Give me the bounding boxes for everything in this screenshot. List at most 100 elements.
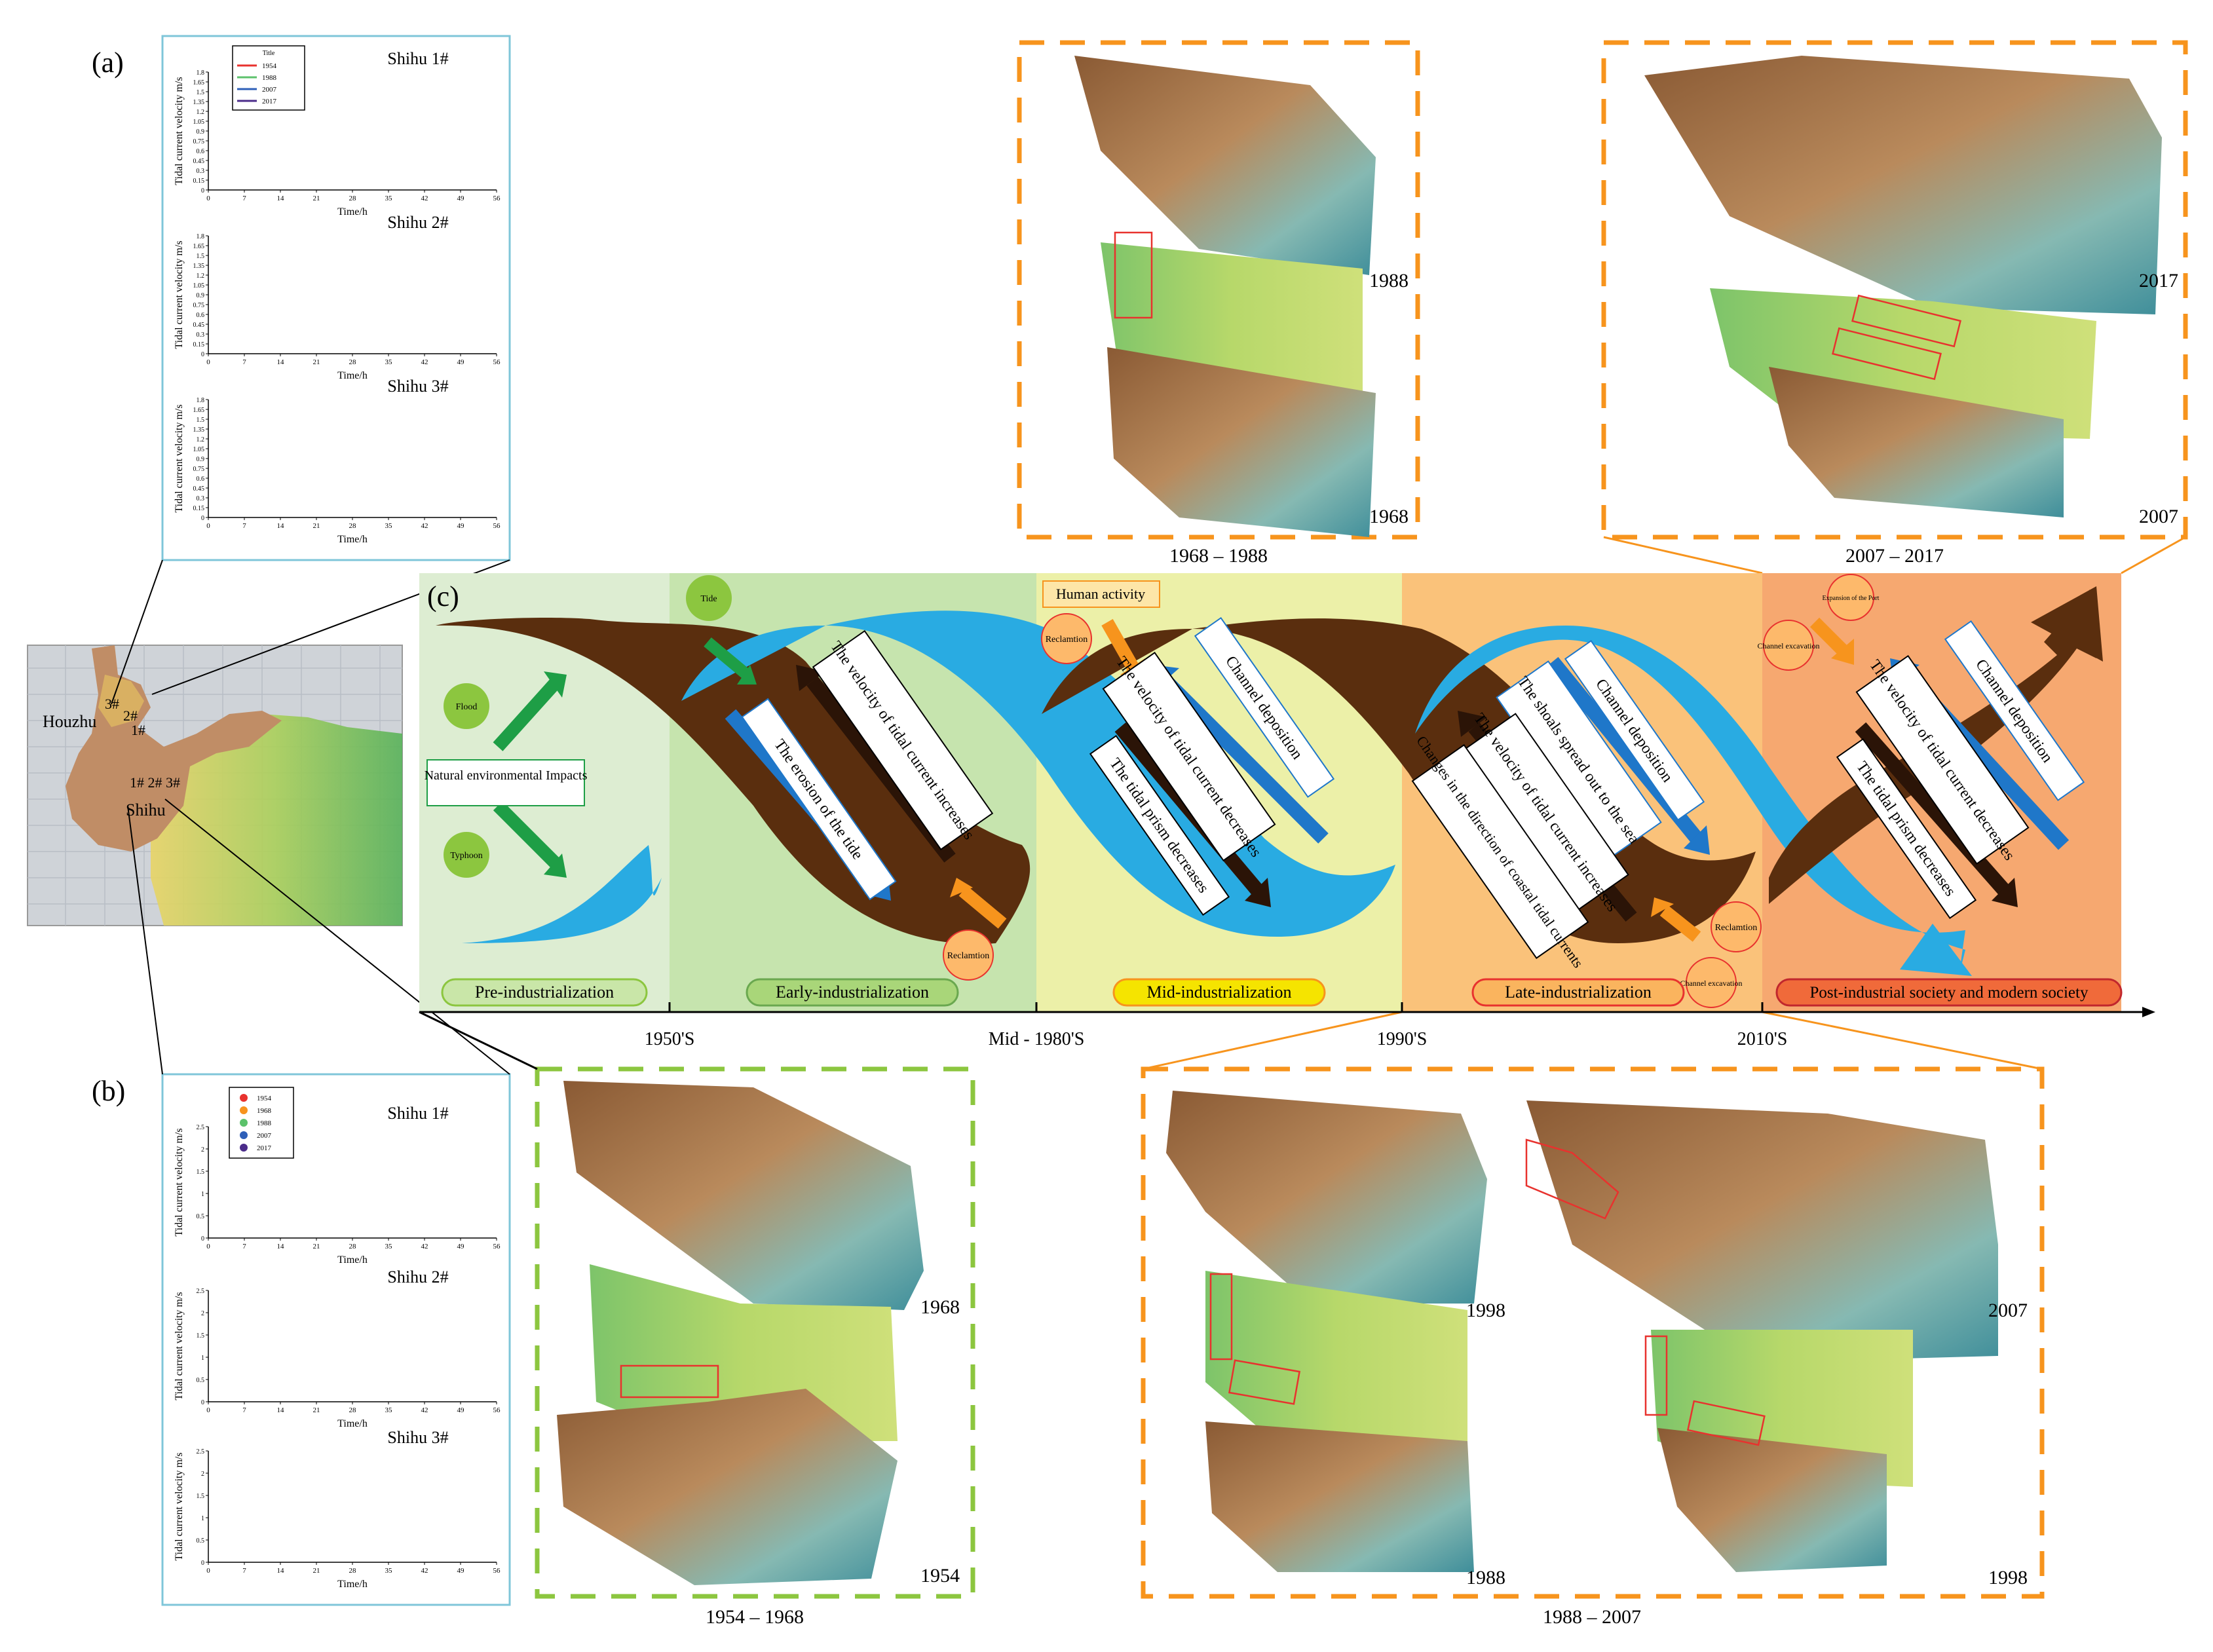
ribbon-blue-3 [1415, 626, 1965, 976]
y-tick-label: 0.5 [197, 1377, 205, 1384]
x-tick-label: 35 [385, 1567, 393, 1575]
y-tick-label: 0.6 [197, 312, 205, 319]
x-tick-label: 14 [277, 522, 285, 530]
y-tick-label: 1.35 [193, 99, 205, 106]
y-tick-label: 1.5 [197, 253, 205, 260]
y-axis-label: Tidal current velocity m/s [174, 240, 185, 348]
terrain-box-1968-1988: 1988 1968 1968 – 1988 [1017, 40, 1420, 567]
x-tick-label: 28 [349, 522, 357, 530]
x-tick-label: 49 [457, 522, 465, 530]
y-tick-label: 1.2 [197, 272, 205, 280]
y-tick-label: 0 [201, 515, 204, 522]
y-tick-label: 0.6 [197, 148, 205, 155]
y-tick-label: 0.3 [197, 168, 205, 175]
x-axis-label: Time/h [337, 1254, 368, 1266]
y-tick-label: 0.45 [193, 322, 205, 329]
terrain-box-2007-2017: 2017 2007 2007 – 2017 [1601, 40, 2188, 567]
legend-a-item: 2017 [262, 98, 277, 105]
chart-title: Shihu 3# [387, 377, 448, 396]
y-tick-label: 0 [201, 1235, 204, 1243]
stage-pre-industrialization: Pre-industrialization [475, 983, 614, 1002]
map-label-houzhu: Houzhu [43, 712, 96, 731]
x-tick-label: 0 [206, 195, 210, 202]
location-map: Houzhu Shihu 3# 2# 1# 1# 2# 3# [27, 559, 510, 1075]
y-tick-label: 1.35 [193, 426, 205, 434]
x-tick-label: 7 [242, 1567, 246, 1575]
y-axis-label: Tidal current velocity m/s [174, 1128, 185, 1236]
x-tick-label: 14 [277, 358, 285, 366]
y-tick-label: 0.15 [193, 341, 205, 348]
x-tick-label: 21 [313, 195, 320, 202]
circle-typhoon: Typhoon [450, 851, 483, 861]
y-tick-label: 2 [201, 1471, 204, 1478]
y-axis-label: Tidal current velocity m/s [174, 77, 185, 185]
x-tick-label: 0 [206, 1243, 210, 1250]
y-tick-label: 2.5 [197, 1288, 205, 1295]
x-tick-label: 56 [493, 1243, 501, 1250]
circle-channel-excavation-1: Channel excavation [1680, 979, 1743, 988]
map-land-shore [98, 675, 144, 727]
legend-b-item: 2017 [257, 1144, 272, 1152]
x-tick-label: 0 [206, 358, 210, 366]
terrain-box-1954-1968: 1968 1954 1954 – 1968 [535, 1066, 975, 1628]
y-tick-label: 1.35 [193, 263, 205, 270]
x-tick-label: 7 [242, 1406, 246, 1414]
ribbon-blue-3-head [1900, 924, 1972, 976]
y-tick-label: 1.05 [193, 119, 205, 126]
x-tick-label: 7 [242, 195, 246, 202]
panel-label-b: (b) [92, 1075, 125, 1107]
chart-title: Shihu 3# [387, 1428, 448, 1447]
x-tick-label: 28 [349, 1243, 357, 1250]
circle-reclamation-1: Reclamtion [947, 951, 990, 961]
terrain-3-caption: 1954 – 1968 [706, 1606, 804, 1628]
legend-a-item: 2007 [262, 86, 277, 94]
y-tick-label: 1.8 [197, 397, 205, 404]
x-axis-label: Time/h [337, 370, 368, 381]
terrain-2-bottom-year: 2007 [2139, 506, 2178, 527]
y-tick-label: 1 [201, 1355, 204, 1362]
y-tick-label: 0.3 [197, 495, 205, 502]
x-tick-label: 0 [206, 522, 210, 530]
legend-a-item: 1988 [262, 74, 277, 82]
y-tick-label: 1.05 [193, 282, 205, 290]
terrain-4-top-right-year: 2007 [1988, 1300, 2028, 1321]
circle-reclamation-3: Reclamtion [1715, 923, 1758, 933]
circle-flood: Flood [456, 702, 478, 712]
tick-1950s: 1950'S [645, 1029, 695, 1049]
map-point-1: 1# [131, 722, 145, 738]
stage1-natural: Flood Typhoon Natural environmental Impa… [425, 671, 588, 878]
y-tick-label: 1.5 [197, 1493, 205, 1500]
x-tick-label: 14 [277, 195, 285, 202]
terrain-box-1988-2007: 1998 2007 1988 1998 1988 – 2007 [1141, 1066, 2045, 1628]
legend-b-item: 1954 [257, 1095, 272, 1102]
x-tick-label: 56 [493, 1567, 501, 1575]
chart-title: Shihu 1# [387, 49, 448, 68]
y-tick-label: 0 [201, 1560, 204, 1567]
y-tick-label: 0.75 [193, 138, 205, 145]
tick-1990s: 1990'S [1377, 1029, 1428, 1049]
x-tick-label: 0 [206, 1406, 210, 1414]
y-tick-label: 2.5 [197, 1124, 205, 1131]
y-tick-label: 0.75 [193, 466, 205, 473]
x-tick-label: 49 [457, 1567, 465, 1575]
y-tick-label: 1.5 [197, 417, 205, 424]
x-tick-label: 21 [313, 522, 320, 530]
x-tick-label: 0 [206, 1567, 210, 1575]
x-tick-label: 42 [421, 1243, 428, 1250]
y-tick-label: 1.8 [197, 69, 205, 77]
map-points-row: 1# 2# 3# [130, 774, 180, 791]
x-tick-label: 35 [385, 358, 393, 366]
y-tick-label: 0 [201, 187, 204, 195]
chart-title: Shihu 2# [387, 213, 448, 232]
terrain-1-bottom-year: 1968 [1369, 506, 1409, 527]
y-tick-label: 1.5 [197, 89, 205, 96]
y-tick-label: 0.15 [193, 505, 205, 512]
connector-lines [419, 536, 2186, 1070]
x-tick-label: 49 [457, 1406, 465, 1414]
x-tick-label: 42 [421, 358, 428, 366]
